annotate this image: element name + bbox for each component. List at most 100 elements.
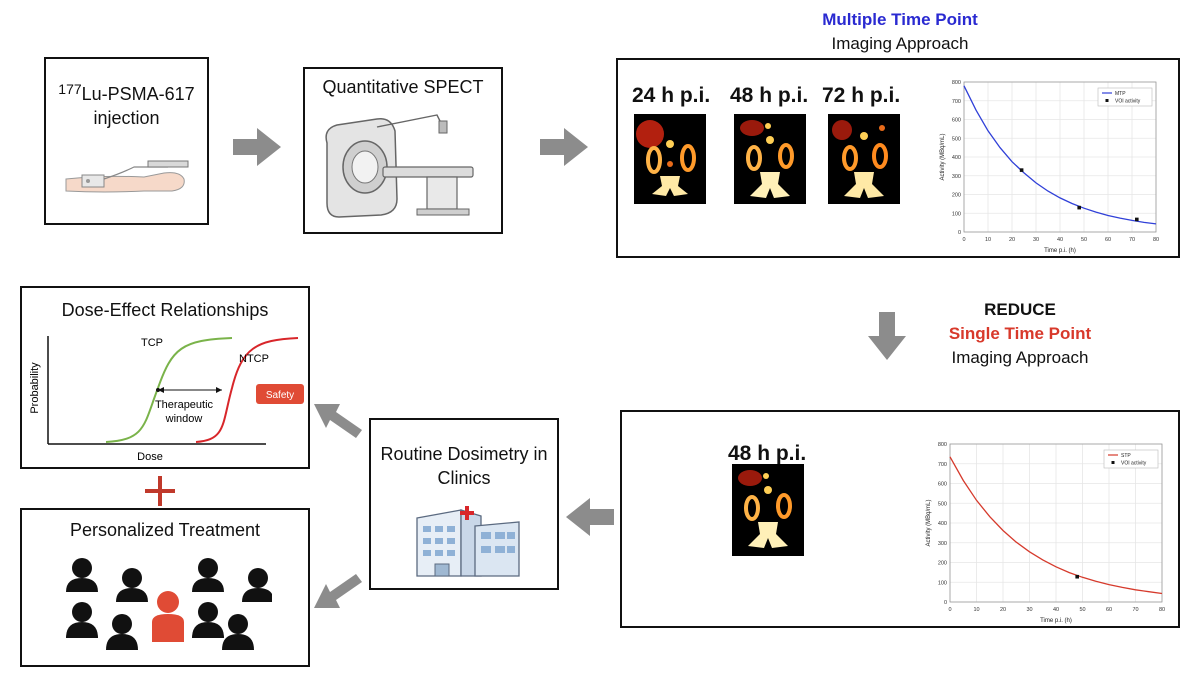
legend-label: VOI activity xyxy=(1115,99,1141,105)
flow-arrow-up-left xyxy=(314,404,362,438)
voi-activity-point xyxy=(1135,217,1139,222)
y-tick-label: 400 xyxy=(952,155,961,161)
x-tick-label: 70 xyxy=(1132,607,1138,613)
flow-arrow-right xyxy=(233,128,281,166)
injection-word: injection xyxy=(93,108,160,128)
x-tick-label: 0 xyxy=(962,237,965,243)
x-tick-label: 80 xyxy=(1153,237,1159,243)
flow-arrow-down xyxy=(868,312,906,360)
y-tick-label: 100 xyxy=(952,211,961,217)
y-tick-label: 500 xyxy=(938,501,947,507)
x-tick-label: 30 xyxy=(1033,237,1039,243)
y-tick-label: 800 xyxy=(952,80,961,86)
therapeutic-window-line1: Therapeutic xyxy=(155,399,214,411)
plot-frame xyxy=(949,443,1163,603)
flow-arrow-right xyxy=(540,128,588,166)
dose-effect-title: Dose-Effect Relationships xyxy=(61,300,269,320)
patient-group-icon xyxy=(66,558,272,650)
y-tick-label: 500 xyxy=(952,136,961,142)
timepoint-label-48h: 48 h p.i. xyxy=(730,84,809,107)
dose-effect-plot: Probability Dose TCP NTCP Therapeutic wi… xyxy=(29,336,304,463)
therapeutic-window-line2: window xyxy=(165,413,203,425)
x-tick-label: 50 xyxy=(1081,237,1087,243)
voi-activity-point xyxy=(1019,168,1024,172)
y-tick-label: 100 xyxy=(938,580,947,586)
voi-activity-point xyxy=(1075,574,1079,579)
spect-title: Quantitative SPECT xyxy=(322,77,484,97)
highlighted-patient xyxy=(152,591,184,642)
spect-image-48h xyxy=(732,464,804,556)
y-tick-label: 600 xyxy=(938,482,947,488)
y-tick-label: 700 xyxy=(938,462,947,468)
x-tick-label: 20 xyxy=(1009,237,1015,243)
y-tick-label: 0 xyxy=(958,230,961,236)
x-tick-label: 60 xyxy=(1106,607,1112,613)
injection-box: 177Lu-PSMA-617 injection xyxy=(44,57,209,225)
legend-swatch-point xyxy=(1105,99,1109,102)
y-tick-label: 200 xyxy=(938,561,947,567)
x-tick-label: 30 xyxy=(1026,607,1032,613)
personalized-title: Personalized Treatment xyxy=(69,520,261,540)
reduce-heading: REDUCE Single Time Point Imaging Approac… xyxy=(900,300,1140,368)
timepoint-label-48h: 48 h p.i. xyxy=(728,442,807,465)
routine-title: Routine Dosimetry in Clinics xyxy=(371,442,557,490)
compound-name: Lu-PSMA-617 xyxy=(81,84,195,104)
spect-image-24h xyxy=(634,114,706,204)
stp-heading-colored: Single Time Point xyxy=(948,324,1092,343)
safety-label: Safety xyxy=(266,390,294,401)
injection-label: 177Lu-PSMA-617 injection xyxy=(46,77,207,130)
tcp-curve xyxy=(105,337,233,443)
x-tick-label: 80 xyxy=(1159,607,1165,613)
y-tick-label: 0 xyxy=(944,600,947,606)
spect-box: Quantitative SPECT xyxy=(303,67,503,234)
plus-icon xyxy=(145,476,175,506)
dose-effect-box: Dose-Effect Relationships Probability Do… xyxy=(20,286,310,469)
y-tick-label: 600 xyxy=(952,118,961,124)
hospital-icon xyxy=(416,506,520,577)
personalized-treatment-box: Personalized Treatment xyxy=(20,508,310,667)
y-tick-label: 300 xyxy=(938,541,947,547)
legend-label: MTP xyxy=(1115,91,1126,97)
spect-image-72h xyxy=(828,114,900,204)
x-tick-label: 70 xyxy=(1129,237,1135,243)
x-tick-label: 60 xyxy=(1105,237,1111,243)
y-axis-label: Activity (MBq/mL) xyxy=(940,133,946,180)
y-tick-label: 300 xyxy=(952,174,961,180)
x-tick-label: 40 xyxy=(1053,607,1059,613)
y-tick-label: 800 xyxy=(938,442,947,448)
arm-injection-icon xyxy=(65,160,189,193)
mtp-heading-rest: Imaging Approach xyxy=(831,34,969,53)
routine-dosimetry-box: Routine Dosimetry in Clinics xyxy=(369,418,559,590)
mtp-heading: Multiple Time Point Imaging Approach xyxy=(770,10,1030,54)
x-tick-label: 10 xyxy=(973,607,979,613)
fit-curve-line xyxy=(963,85,1157,225)
x-tick-label: 10 xyxy=(985,237,991,243)
y-tick-label: 400 xyxy=(938,521,947,527)
y-axis-label: Probability xyxy=(29,362,41,414)
timepoint-label-24h: 24 h p.i. xyxy=(632,84,711,107)
x-tick-label: 50 xyxy=(1079,607,1085,613)
mtp-heading-colored: Multiple Time Point xyxy=(822,10,978,29)
spect-image-48h xyxy=(734,114,806,204)
spect-scanner-icon xyxy=(325,114,474,218)
legend-swatch-point xyxy=(1111,461,1115,464)
routine-title-line2: Clinics xyxy=(437,468,491,488)
y-tick-label: 700 xyxy=(952,99,961,105)
isotope-mass-number: 177 xyxy=(58,81,82,97)
x-tick-label: 20 xyxy=(1000,607,1006,613)
fit-curve-line xyxy=(949,456,1163,595)
x-tick-label: 40 xyxy=(1057,237,1063,243)
x-axis-label: Time p.i. (h) xyxy=(1040,618,1072,624)
plot-frame xyxy=(963,81,1157,233)
flow-arrow-down-left xyxy=(314,574,362,608)
y-tick-label: 200 xyxy=(952,193,961,199)
timepoint-label-72h: 72 h p.i. xyxy=(822,84,901,107)
reduce-word: REDUCE xyxy=(984,300,1056,319)
voi-activity-point xyxy=(1077,205,1081,210)
ntcp-curve xyxy=(195,337,299,443)
x-tick-label: 0 xyxy=(948,607,951,613)
ntcp-label: NTCP xyxy=(239,353,269,365)
